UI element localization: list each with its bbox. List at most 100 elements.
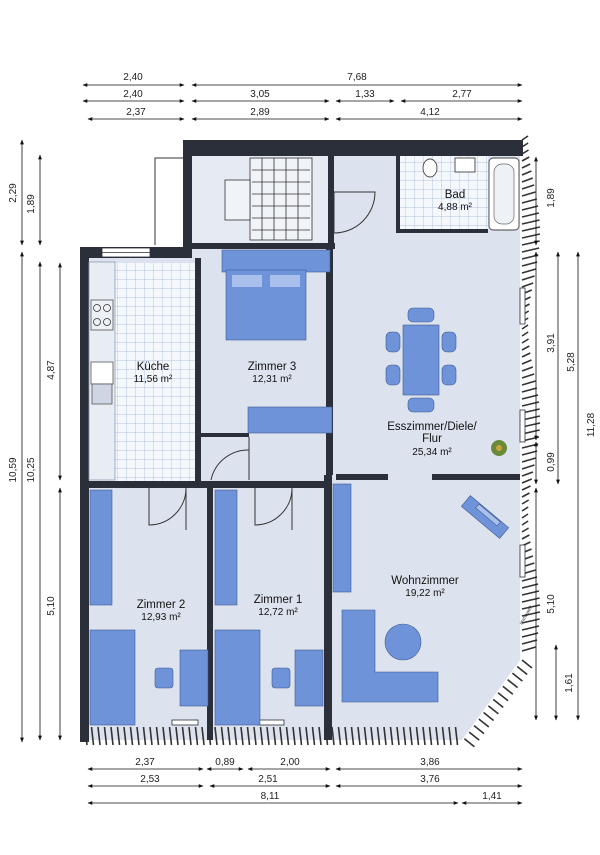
hatch-line: [521, 261, 538, 267]
hatch-line: [521, 135, 529, 141]
doors: [148, 191, 376, 530]
hatch-line: [516, 665, 528, 676]
hatch-line: [246, 726, 251, 746]
dim-right-outer-0: 5,28: [566, 352, 577, 372]
zimmer3-furniture: [221, 249, 333, 434]
room-name-esszimmer-line1: Esszimmer/Diele/: [387, 421, 477, 433]
room-name-esszimmer-line2: Flur: [422, 433, 442, 445]
hatch-line: [149, 726, 153, 746]
hatch-line: [350, 726, 355, 746]
hatch-line: [259, 726, 264, 746]
hatch-line: [521, 233, 541, 239]
dim-left-outer-0: 2,29: [8, 183, 19, 203]
hatch-line: [521, 226, 541, 232]
dim-bot-r2-2: 3,76: [420, 774, 440, 785]
hatch-line: [298, 726, 303, 746]
stairs: [224, 157, 313, 241]
hatch-line: [521, 499, 530, 505]
hatch-line: [492, 698, 504, 708]
hatch-line: [272, 726, 277, 746]
hatch-line: [201, 726, 205, 746]
dim-bot-r1-1: 0,89: [215, 757, 235, 768]
hatch-line: [478, 718, 490, 728]
hatch-line: [521, 275, 535, 281]
hatch-line: [521, 534, 530, 540]
dim-left-inner-2: 10,25: [26, 457, 37, 482]
hatch-line: [521, 373, 535, 379]
hatch-line: [511, 672, 523, 682]
plant-icon: [491, 440, 507, 456]
hatch-line: [357, 726, 361, 746]
dim-bot-r3-0: 8,11: [261, 791, 280, 802]
hatch-line: [266, 726, 270, 746]
zimmer2-furniture: [89, 489, 209, 726]
hatch-line: [415, 726, 420, 746]
hatch-line: [521, 506, 529, 512]
hatch-line: [521, 450, 538, 456]
dim-right-inner-4: 1,61: [564, 673, 575, 693]
hatch-line: [521, 282, 534, 288]
hatch-line: [521, 527, 530, 533]
hatch-line: [521, 184, 535, 190]
hatch-line: [521, 352, 531, 358]
dining-table: [385, 307, 457, 413]
hatch-line: [483, 711, 495, 722]
hatch-line: [214, 726, 218, 746]
hatch-line: [521, 219, 540, 225]
room-area-bad: 4,88 m²: [438, 202, 473, 213]
dim-top-r2-2: 1,33: [355, 89, 375, 100]
hatch-line: [521, 380, 536, 386]
dim-right-outer-1: 11,28: [586, 412, 597, 437]
dim-bot-r1-3: 3,86: [420, 757, 440, 768]
dim-bot-r1-2: 2,00: [280, 757, 300, 768]
hatch-line: [521, 625, 540, 631]
dim-right-inner-1: 3,91: [546, 333, 557, 353]
dim-bot-r2-1: 2,51: [258, 774, 278, 785]
room-name-bad: Bad: [445, 189, 465, 201]
hatch-line: [311, 726, 316, 746]
room-area-wohnzimmer: 19,22 m²: [405, 588, 445, 599]
bathroom-fixtures: [422, 157, 520, 231]
hatch-line: [521, 457, 537, 463]
hatch-line: [188, 726, 192, 746]
hatch-line: [110, 726, 114, 746]
room-area-esszimmer: 25,34 m²: [412, 447, 452, 458]
hatch-line: [521, 170, 532, 176]
hatch-line: [521, 576, 538, 582]
hatch-line: [175, 726, 179, 746]
hatch-line: [521, 646, 536, 652]
hatch-line: [428, 726, 433, 746]
hatch-line: [116, 726, 121, 746]
hatch-line: [409, 726, 413, 746]
hatch-line: [521, 366, 534, 372]
hatch-line: [448, 726, 452, 746]
hatch-line: [363, 726, 368, 746]
room-area-zimmer3: 12,31 m²: [252, 374, 292, 385]
room-name-kueche: Küche: [137, 361, 170, 373]
hatch-line: [521, 268, 537, 274]
dim-right-inner-3: 5,10: [546, 594, 557, 614]
hatch-line: [194, 726, 199, 746]
hatch-line: [331, 726, 335, 746]
hatch-line: [521, 247, 540, 253]
hatch-line: [454, 726, 459, 746]
hatch-line: [422, 726, 426, 746]
room-name-zimmer1: Zimmer 1: [254, 594, 303, 606]
hatch-line: [487, 705, 499, 715]
hatch-line: [521, 324, 529, 330]
hatch-line: [502, 685, 514, 695]
hatch-line: [521, 156, 530, 162]
dim-top-r3-2: 4,12: [420, 107, 440, 118]
hatch-line: [253, 726, 257, 746]
hatch-line: [521, 387, 538, 393]
hatch-line: [521, 142, 529, 148]
hatch-line: [142, 726, 147, 746]
hatch-line: [136, 726, 140, 746]
hatch-line: [521, 338, 529, 344]
hatch-line: [318, 726, 322, 746]
room-area-kueche: 11,56 m²: [134, 374, 173, 385]
dim-top-r2-1: 3,05: [250, 89, 270, 100]
dim-top-r3-0: 2,37: [126, 107, 146, 118]
hatch-line: [521, 163, 531, 169]
zimmer1-furniture: [214, 489, 324, 726]
